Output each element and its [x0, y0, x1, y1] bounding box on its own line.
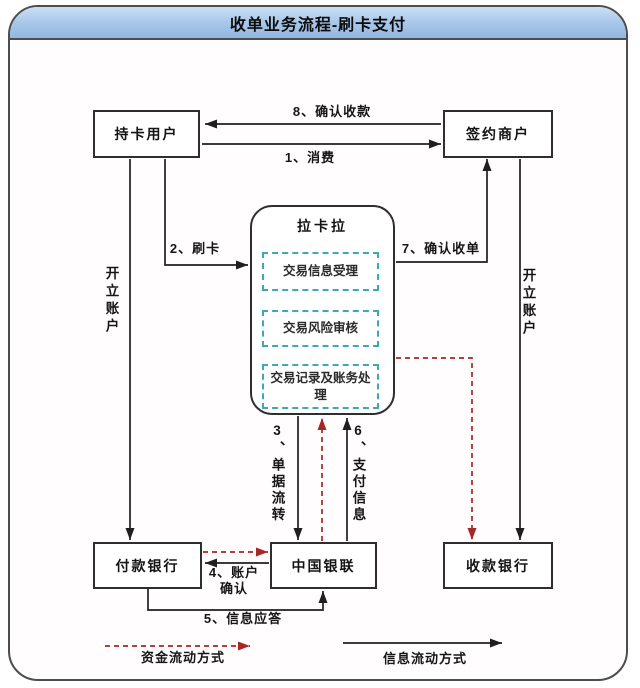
- edge-label-confirm-receipt: 8、确认收款: [292, 104, 372, 119]
- edge-label-open-account-right: 开立账户: [520, 268, 536, 338]
- edge-label-document-flow: 3、单据流转: [269, 423, 285, 524]
- node-merchant: 签约商户: [443, 110, 553, 158]
- step-risk-review-label: 交易风险审核: [282, 321, 358, 336]
- legend-fund-flow-label: 资金流动方式: [140, 650, 225, 665]
- edge-label-payment-info: 6、支付信息: [350, 423, 366, 524]
- node-cardholder-label: 持卡用户: [114, 126, 179, 142]
- node-cardholder: 持卡用户: [93, 110, 200, 158]
- node-lakala-label: 拉卡拉: [297, 218, 348, 234]
- node-unionpay-label: 中国银联: [291, 557, 356, 574]
- step-info-accept-label: 交易信息受理: [282, 264, 358, 279]
- node-receiving-bank-label: 收款银行: [466, 557, 530, 574]
- node-merchant-label: 签约商户: [466, 126, 530, 142]
- page-title: 收单业务流程-刷卡支付: [229, 16, 407, 34]
- legend-info-flow-label: 信息流动方式: [382, 651, 467, 666]
- title-bar: 收单业务流程-刷卡支付: [10, 7, 626, 40]
- edge-label-info-response: 5、信息应答: [203, 611, 283, 626]
- step-record-accounting-label: 交易记录及账务处理: [270, 370, 371, 402]
- edge-label-swipe-card: 2、刷卡: [169, 241, 221, 256]
- node-paying-bank: 付款银行: [93, 542, 202, 589]
- node-step-info-accept: 交易信息受理: [262, 252, 379, 291]
- edge-label-account-confirm: 4、账户确认: [208, 565, 260, 597]
- node-receiving-bank: 收款银行: [443, 542, 553, 589]
- node-step-record-accounting: 交易记录及账务处理: [262, 364, 379, 409]
- edge-label-consume: 1、消费: [284, 150, 336, 165]
- node-unionpay: 中国银联: [270, 542, 377, 589]
- node-step-risk-review: 交易风险审核: [262, 310, 379, 347]
- node-paying-bank-label: 付款银行: [115, 557, 180, 574]
- edge-label-open-account-left: 开立账户: [103, 266, 119, 336]
- edge-label-confirm-acquiring: 7、确认收单: [401, 241, 481, 256]
